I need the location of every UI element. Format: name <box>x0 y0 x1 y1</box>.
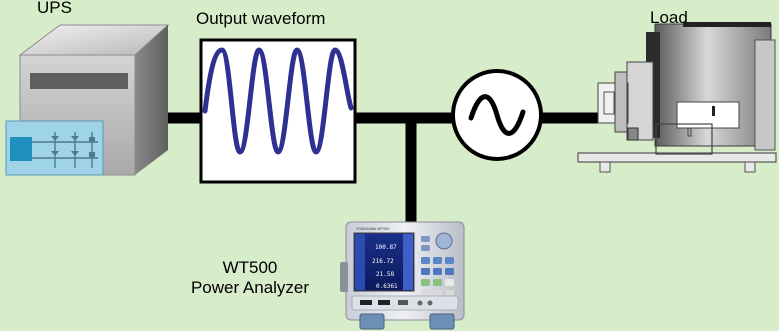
ups-unit <box>5 24 170 176</box>
waveform-trace <box>202 47 354 155</box>
screen-reading-3: 21.58 <box>376 271 394 278</box>
load-motor <box>577 22 777 173</box>
ups-side-face <box>135 25 168 175</box>
analyzer-label-model: WT500 <box>222 258 278 277</box>
sine-wave-icon <box>451 69 543 161</box>
output-waveform-box <box>199 38 357 184</box>
wt500-power-analyzer: YOKOGAWA WT500 100.87 216.72 21.58 0.636… <box>340 221 465 330</box>
screen-reading-2: 216.72 <box>372 258 394 265</box>
svg-text:YOKOGAWA WT500: YOKOGAWA WT500 <box>356 227 390 231</box>
screen-reading-1: 100.87 <box>375 244 397 251</box>
output-waveform-label: Output waveform <box>196 9 326 28</box>
ups-label: UPS <box>37 0 72 17</box>
wiring <box>165 112 600 225</box>
ups-display-slot <box>30 73 128 89</box>
analyzer-keypad <box>421 232 454 296</box>
rectifier-circuit-icon <box>5 120 104 176</box>
load-label: Load <box>650 8 688 27</box>
screen-reading-4: 0.6361 <box>376 283 398 290</box>
analyzer-label: WT500 Power Analyzer <box>165 258 335 298</box>
analyzer-label-type: Power Analyzer <box>190 278 310 297</box>
